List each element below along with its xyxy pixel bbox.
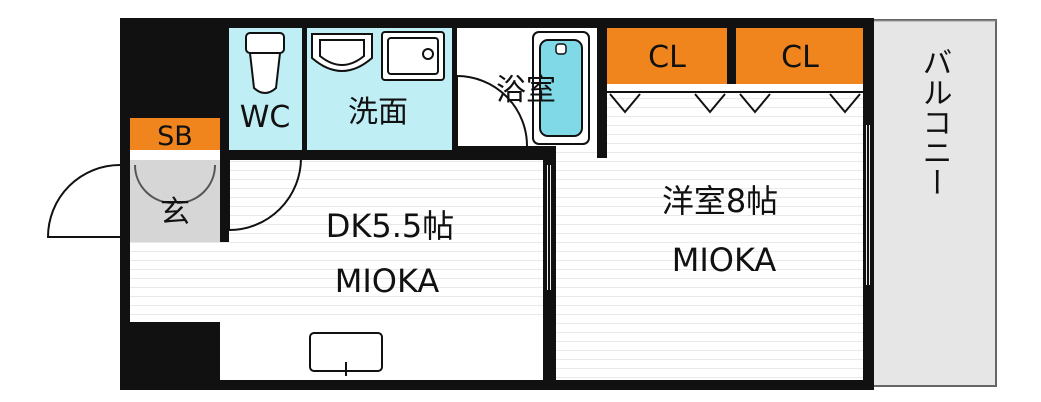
closet-2-label: CL [781,40,819,75]
wc-label: WC [240,100,291,135]
entrance-floor [130,160,220,242]
balcony-label: バルコニー [917,47,952,197]
bathroom-label: 浴室 [496,73,556,108]
entrance-label: 玄 [160,195,190,230]
closet-1-label: CL [648,40,686,75]
sink-icon [311,33,373,72]
washing-machine-pan-icon [381,31,445,81]
balcony-area [869,19,997,387]
doors [46,75,870,290]
bathtub-icon [532,31,590,145]
shoe-box-label: SB [157,121,193,152]
kitchen-sink-icon [309,332,383,376]
closets [607,28,863,114]
western-watermark: MIOKA [672,241,777,279]
shoe-box [130,118,220,150]
toilet-icon [245,32,285,94]
western-room-label: 洋室8帖 [662,182,778,220]
dk-watermark: MIOKA [335,262,440,300]
washroom-label: 洗面 [348,95,408,130]
dk-room-label: DK5.5帖 [326,207,455,245]
